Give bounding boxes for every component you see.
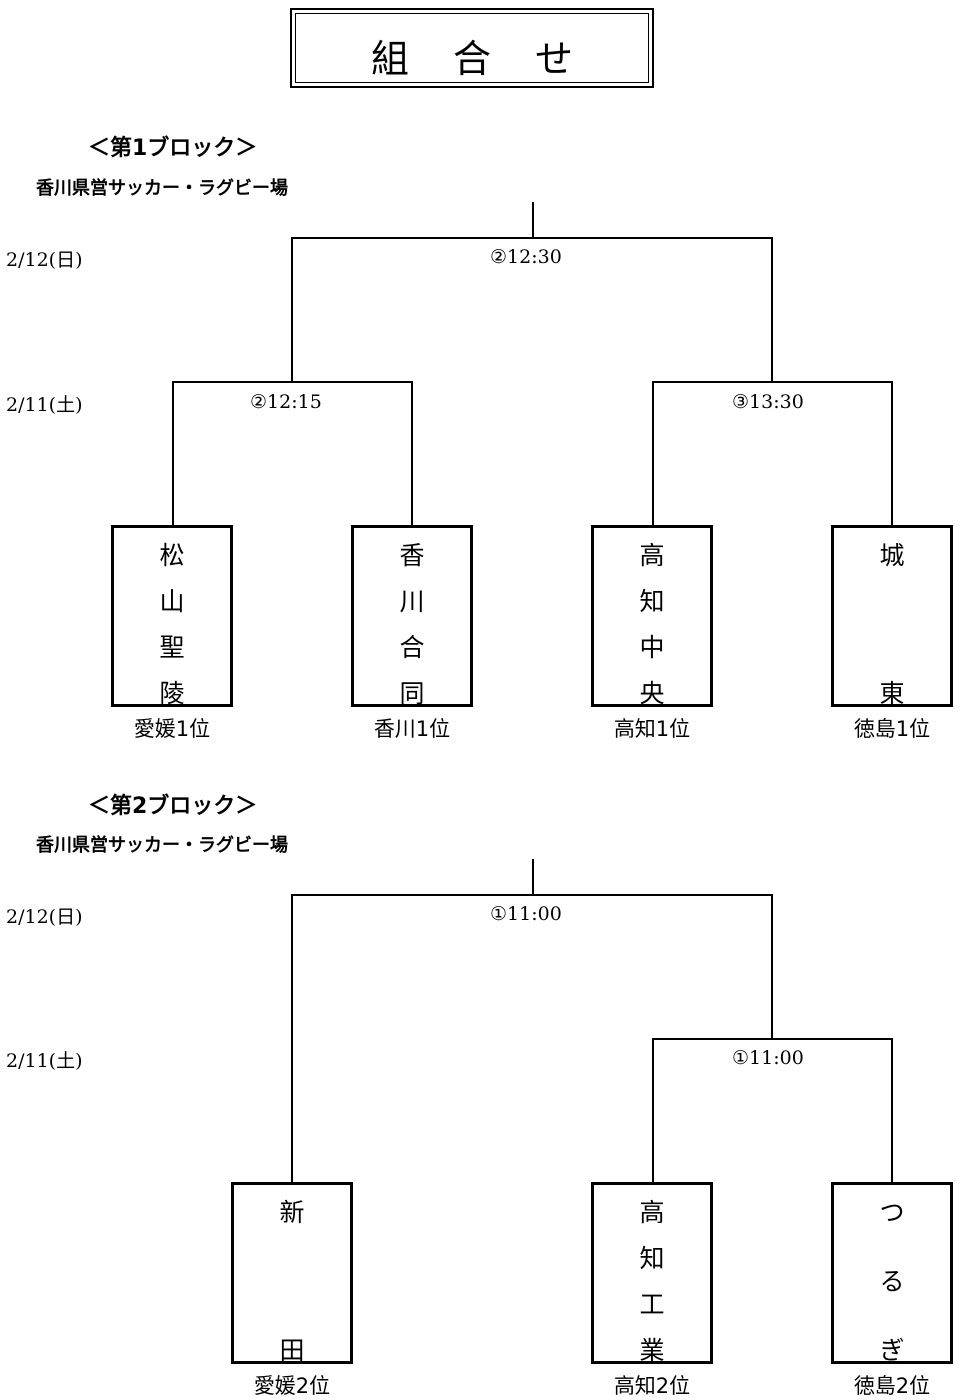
team-char: 工 [639, 1290, 665, 1319]
team-char: 知 [639, 587, 665, 616]
team-char: 合 [399, 633, 425, 662]
team-box-kagawa-godo: 香 川 合 同 [351, 525, 473, 708]
block1-semi-left-drop-b [411, 381, 413, 527]
team-box-kochi-kogyo: 高 知 工 業 [591, 1182, 713, 1365]
block2-heading: ＜第2ブロック＞ [88, 794, 258, 819]
team-char: 高 [639, 1198, 665, 1227]
block1-semi-right-drop-b [891, 381, 893, 527]
team-char: 新 [279, 1198, 305, 1227]
team-char: 川 [399, 587, 425, 616]
team-box-nitta: 新 田 [231, 1182, 353, 1365]
title-box: 組合せ [290, 8, 654, 88]
team-char: 高 [639, 541, 665, 570]
team-box-joto: 城 東 [831, 525, 953, 708]
seed-label: 香川1位 [373, 717, 451, 741]
team-char: 中 [639, 633, 665, 662]
team-char: 同 [399, 679, 425, 708]
block1-semi-right-time: ③13:30 [732, 391, 804, 413]
seed-label: 愛媛2位 [253, 1374, 331, 1398]
team-char: 東 [879, 679, 905, 708]
seed-label: 徳島2位 [853, 1374, 931, 1398]
team-box-kochi-chuo: 高 知 中 央 [591, 525, 713, 708]
team-char: 業 [639, 1336, 665, 1365]
block2-date-final: 2/12(日) [6, 906, 83, 928]
block1-date-final: 2/12(日) [6, 249, 83, 271]
block2-final-left-drop [291, 894, 293, 1184]
team-char: 知 [639, 1244, 665, 1273]
team-box-tsurugi: つ る ぎ [831, 1182, 953, 1365]
block2-final-right-drop [771, 894, 773, 1040]
team-char: 松 [159, 541, 185, 570]
block2-venue: 香川県営サッカー・ラグビー場 [36, 835, 288, 856]
block1-semi-left-bar [172, 381, 413, 383]
block2-date-semi: 2/11(土) [6, 1050, 83, 1072]
team-char: 香 [399, 541, 425, 570]
block1-venue: 香川県営サッカー・ラグビー場 [36, 178, 288, 199]
block2-semi-drop-b [891, 1038, 893, 1184]
block1-final-right-drop [771, 237, 773, 383]
block1-heading: ＜第1ブロック＞ [88, 136, 258, 161]
block1-final-bar [291, 237, 773, 239]
block2-final-bar [291, 894, 773, 896]
seed-label: 徳島1位 [853, 717, 931, 741]
team-char: ぎ [879, 1336, 905, 1365]
block2-semi-drop-a [652, 1038, 654, 1184]
block1-date-semi: 2/11(土) [6, 394, 83, 416]
block1-final-left-drop [291, 237, 293, 383]
team-char: 城 [879, 541, 905, 570]
block1-semi-right-drop-a [652, 381, 654, 527]
block1-semi-left-drop-a [172, 381, 174, 527]
team-box-matsuyama-seiryo: 松 山 聖 陵 [111, 525, 233, 708]
team-char: 聖 [159, 633, 185, 662]
title-inner-border [295, 13, 649, 83]
block2-semi-time: ①11:00 [732, 1047, 804, 1069]
team-char: 央 [639, 679, 665, 708]
block1-final-time: ②12:30 [490, 246, 562, 268]
seed-label: 高知2位 [613, 1374, 691, 1398]
team-char: 陵 [159, 679, 185, 708]
team-char: る [879, 1267, 905, 1296]
block1-final-stem [532, 202, 534, 238]
team-char: 田 [279, 1336, 305, 1365]
seed-label: 高知1位 [613, 717, 691, 741]
block1-semi-left-time: ②12:15 [250, 391, 322, 413]
block2-final-stem [532, 859, 534, 895]
block2-final-time: ①11:00 [490, 903, 562, 925]
team-char: つ [879, 1198, 905, 1227]
block1-semi-right-bar [652, 381, 893, 383]
block2-semi-bar [652, 1038, 893, 1040]
team-char: 山 [159, 587, 185, 616]
seed-label: 愛媛1位 [133, 717, 211, 741]
page-title: 組合せ [370, 37, 617, 81]
